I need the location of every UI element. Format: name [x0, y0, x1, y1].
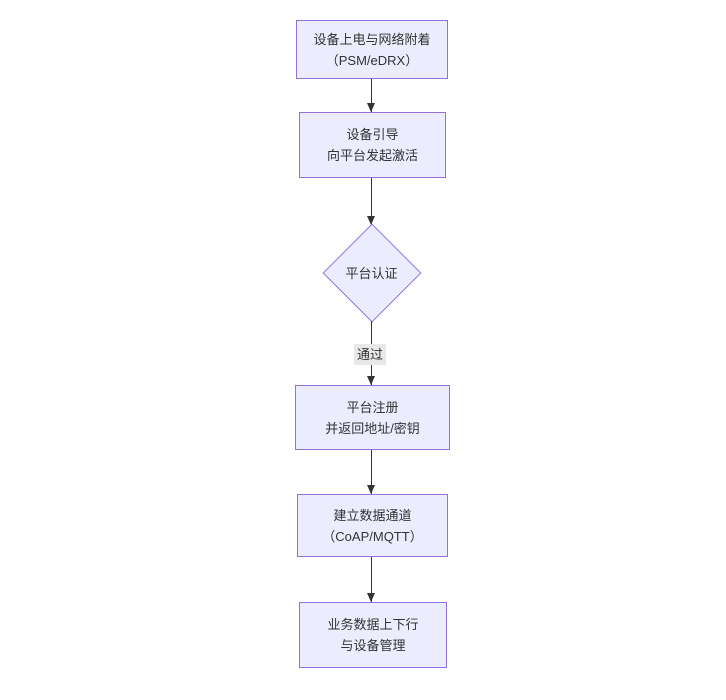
node-label-line: 平台注册	[346, 399, 399, 415]
arrowhead-icon	[367, 216, 375, 225]
arrowhead-icon	[367, 485, 375, 494]
node-platform-register: 平台注册 并返回地址/密钥	[295, 385, 450, 450]
node-label-line: 设备引导	[346, 127, 399, 142]
edge-label-pass: 通过	[354, 344, 387, 365]
node-bootstrap-activate: 设备引导 向平台发起激活	[299, 112, 446, 178]
decision-label: 平台认证	[345, 266, 398, 281]
node-label-line: （CoAP/MQTT）	[322, 528, 423, 544]
node-data-channel: 建立数据通道 （CoAP/MQTT）	[297, 494, 448, 557]
edge-register-to-channel	[371, 450, 372, 494]
decision-platform-auth: 平台认证	[322, 223, 421, 322]
node-label-line: 建立数据通道	[333, 507, 412, 523]
node-label-line: 设备上电与网络附着	[313, 31, 431, 47]
edge-channel-to-business	[371, 557, 372, 602]
node-label-line: 与设备管理	[340, 638, 406, 653]
node-label-line: 向平台发起激活	[326, 148, 418, 163]
node-label-line: （PSM/eDRX）	[325, 52, 419, 68]
edge-bootstrap-to-auth	[371, 178, 372, 225]
node-business-data: 业务数据上下行 与设备管理	[299, 602, 447, 668]
arrowhead-icon	[367, 103, 375, 112]
node-power-attach: 设备上电与网络附着 （PSM/eDRX）	[296, 20, 448, 79]
arrowhead-icon	[367, 593, 375, 602]
node-label-line: 业务数据上下行	[327, 617, 419, 632]
edge-power-to-bootstrap	[371, 79, 372, 112]
node-label-line: 并返回地址/密钥	[325, 420, 420, 436]
arrowhead-icon	[367, 376, 375, 385]
